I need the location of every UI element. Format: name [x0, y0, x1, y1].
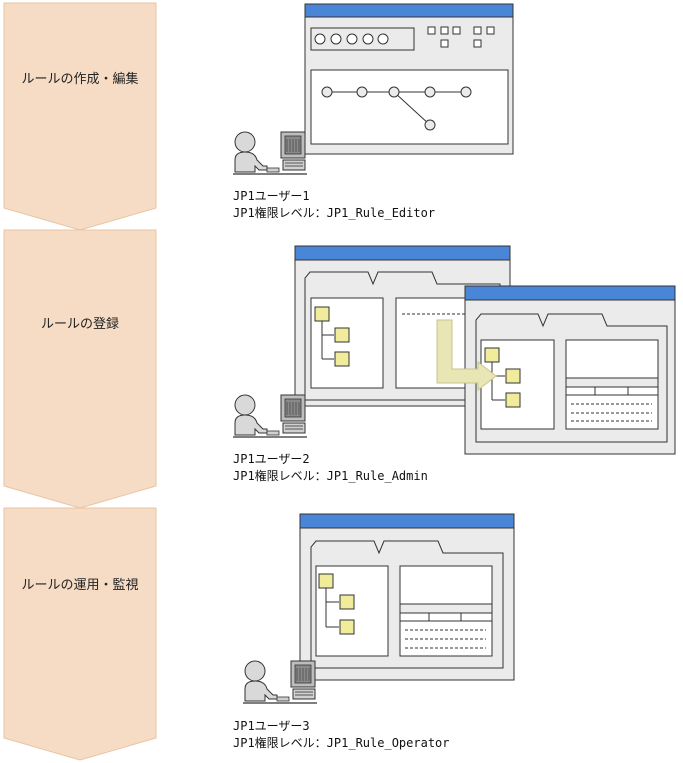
- user-1-name: JP1ユーザー1: [233, 189, 310, 203]
- stage-label-operate-monitor: ルールの運用・監視: [21, 578, 139, 593]
- user-2-icon: [232, 394, 308, 438]
- rule-operate-window: [299, 513, 515, 681]
- user-2-name: JP1ユーザー2: [233, 452, 310, 466]
- user-2-level: JP1権限レベル：JP1_Rule_Admin: [233, 469, 428, 483]
- rule-editor-window: [304, 3, 514, 155]
- stage-label-create-edit: ルールの作成・編集: [21, 72, 139, 87]
- user-3-level: JP1権限レベル：JP1_Rule_Operator: [233, 736, 450, 750]
- register-arrow: [436, 319, 497, 392]
- stage-arrow-2: [3, 229, 157, 509]
- user-3-icon: [242, 660, 318, 704]
- user-1-icon: [232, 131, 308, 175]
- stage-label-register: ルールの登録: [40, 317, 119, 332]
- user-3-caption: JP1ユーザー3 JP1権限レベル：JP1_Rule_Operator: [233, 718, 450, 752]
- user-1-caption: JP1ユーザー1 JP1権限レベル：JP1_Rule_Editor: [233, 188, 435, 222]
- stage-arrow-1: [3, 2, 157, 231]
- stage-arrow-3: [3, 507, 157, 761]
- user-1-level: JP1権限レベル：JP1_Rule_Editor: [233, 206, 436, 220]
- user-2-caption: JP1ユーザー2 JP1権限レベル：JP1_Rule_Admin: [233, 451, 428, 485]
- user-3-name: JP1ユーザー3: [233, 719, 310, 733]
- rule-register-window-front: [464, 285, 676, 455]
